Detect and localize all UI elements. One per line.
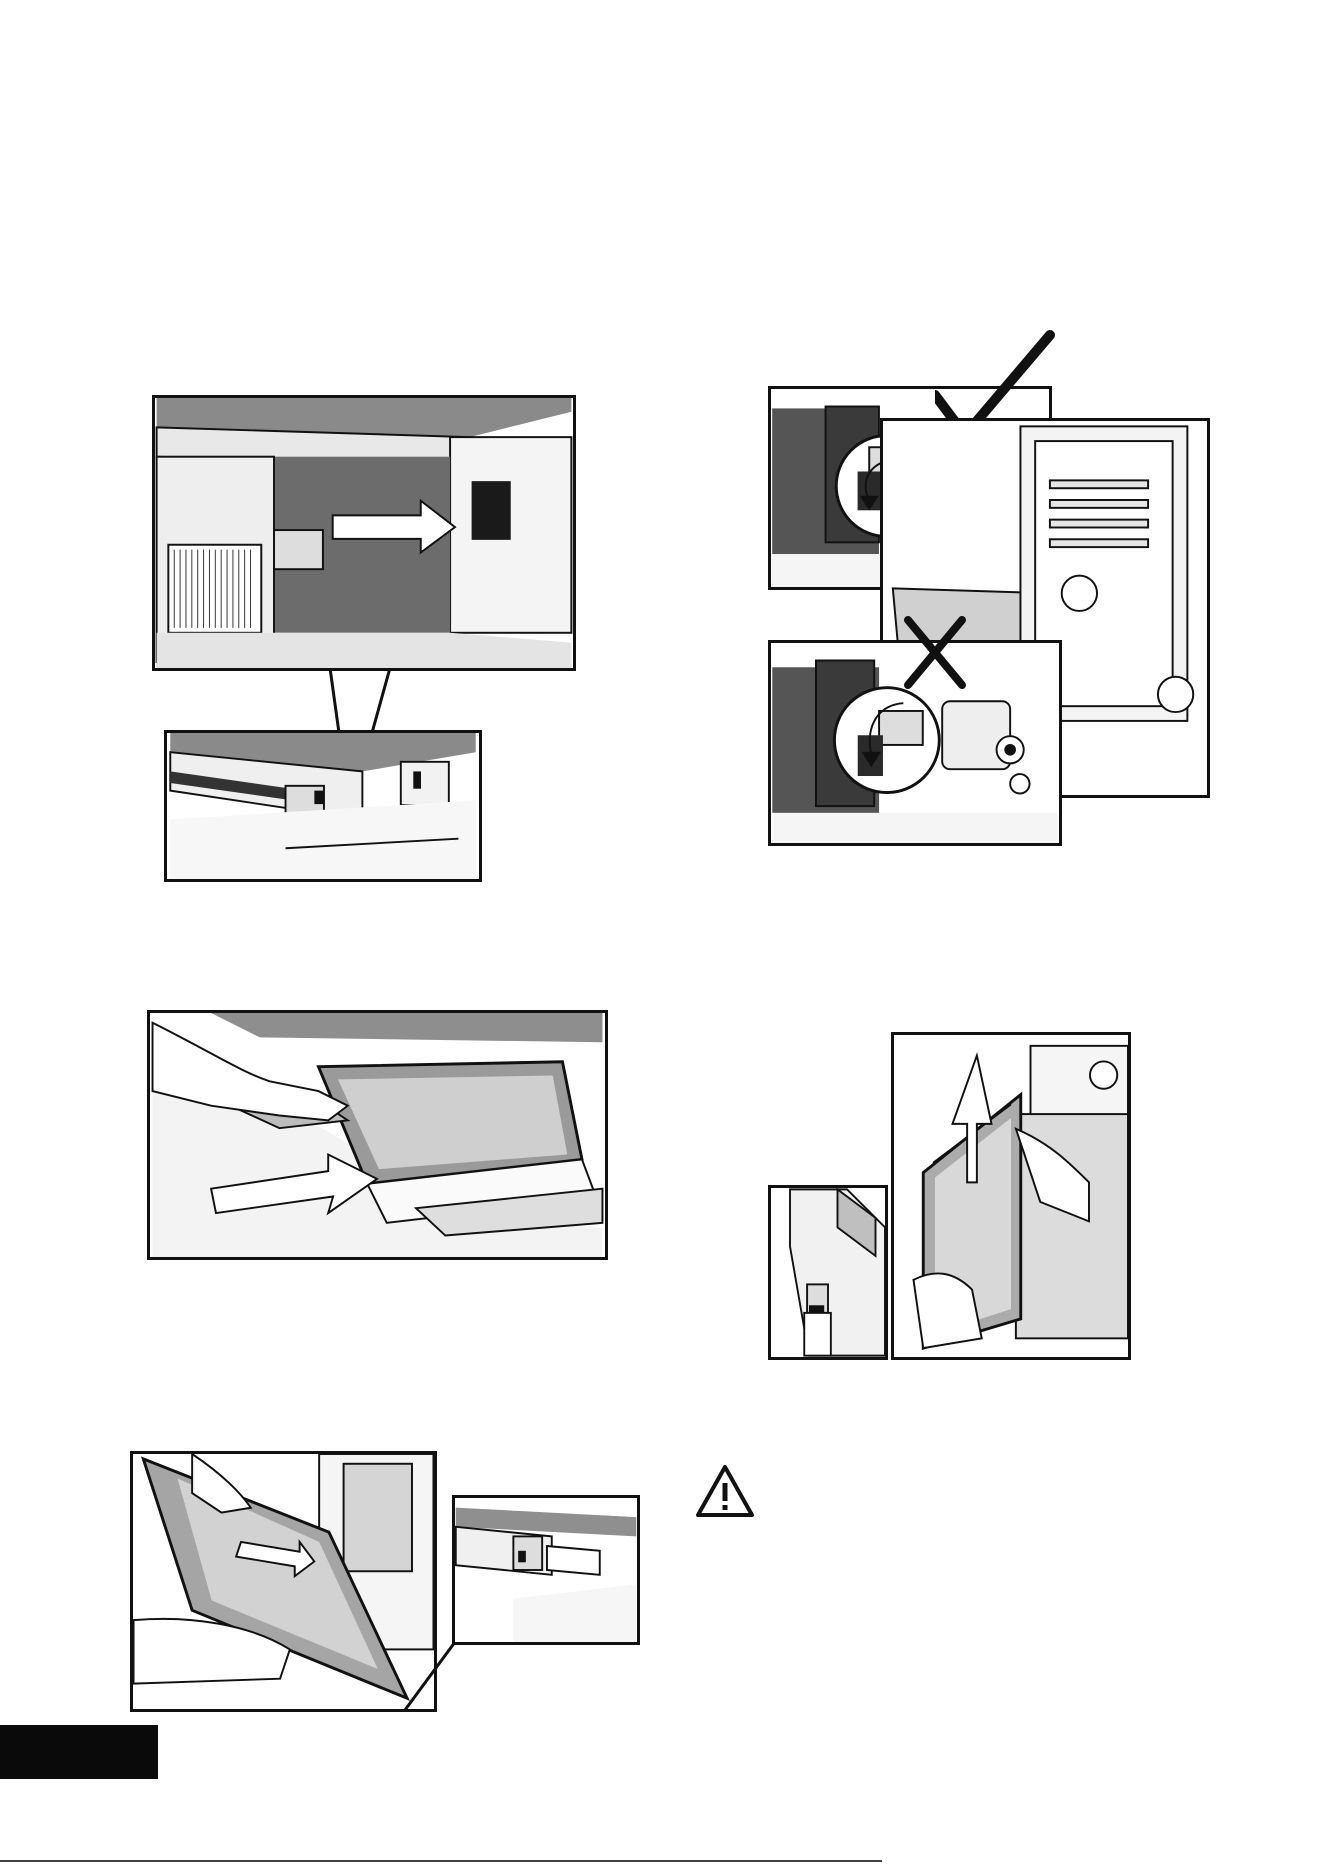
inset-callout-line (400, 1640, 470, 1715)
figure-latch-overview (164, 730, 482, 882)
figure-door-removal (130, 1451, 437, 1712)
door-removal-illustration (133, 1454, 434, 1709)
figure-latch-insert-detail (152, 395, 576, 671)
panel-lift-illustration (894, 1035, 1128, 1357)
footer-rule (0, 1860, 882, 1862)
latch-overview-illustration (167, 733, 479, 879)
cross-mark-icon (900, 615, 970, 690)
glass-slide-illustration (150, 1013, 605, 1257)
latch-insert-illustration (155, 398, 573, 668)
figure-door-removal-inset (452, 1495, 640, 1645)
warning-triangle-icon (694, 1463, 756, 1519)
door-removal-inset-illustration (455, 1498, 637, 1642)
figure-panel-lift (891, 1032, 1131, 1360)
panel-inset-illustration (771, 1188, 885, 1357)
figure-glass-slide (147, 1010, 608, 1260)
page-tab-marker (0, 1725, 158, 1779)
figure-panel-lift-inset (768, 1185, 888, 1360)
